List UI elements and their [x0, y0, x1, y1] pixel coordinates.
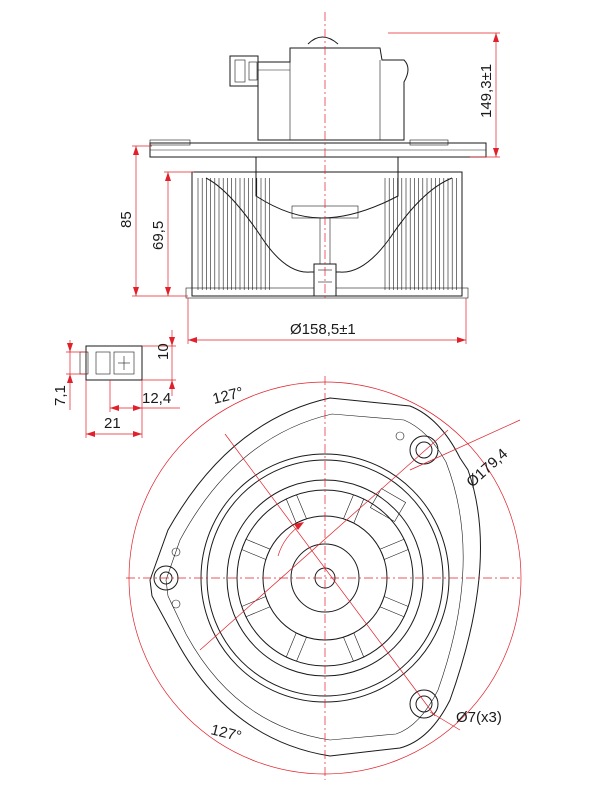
connector-detail: 10 7,1 12,4 21: [52, 330, 180, 438]
connector-10-label: 10: [155, 343, 172, 360]
motor-connector: [229, 55, 259, 87]
connector-12-4-label: 12,4: [142, 390, 171, 407]
side-view-dimensions: 149,3±1 85 69,5 Ø158,5±1: [118, 12, 500, 344]
motor-lower-housing: [255, 157, 399, 219]
angle-bottom-label: 127°: [209, 721, 243, 745]
angle-top-label: 127°: [211, 384, 245, 408]
side-view: [149, 36, 487, 299]
hole-diameter-label: Ø7(x3): [456, 709, 502, 726]
height-69-5-label: 69,5: [150, 221, 167, 250]
mounting-hole-bottom: [409, 689, 439, 719]
total-height-label: 149,3±1: [478, 64, 495, 118]
wheel-blades: [197, 178, 457, 290]
height-85-label: 85: [118, 211, 135, 228]
wheel-diameter-label: Ø158,5±1: [290, 321, 356, 338]
top-flange-outline: [149, 397, 481, 757]
wheel-cone: [205, 177, 453, 273]
motor-top-cap: [307, 36, 339, 45]
connector-body: [85, 345, 143, 381]
top-view: 127° 127° Ø179,4 Ø7(x3): [126, 376, 522, 780]
housing-spokes: [241, 494, 409, 662]
connector-7-1-label: 7,1: [52, 385, 69, 406]
motor-body: [257, 47, 409, 141]
bolt-circle-diameter-label: Ø179,4: [463, 445, 511, 491]
connector-21-label: 21: [104, 415, 121, 432]
